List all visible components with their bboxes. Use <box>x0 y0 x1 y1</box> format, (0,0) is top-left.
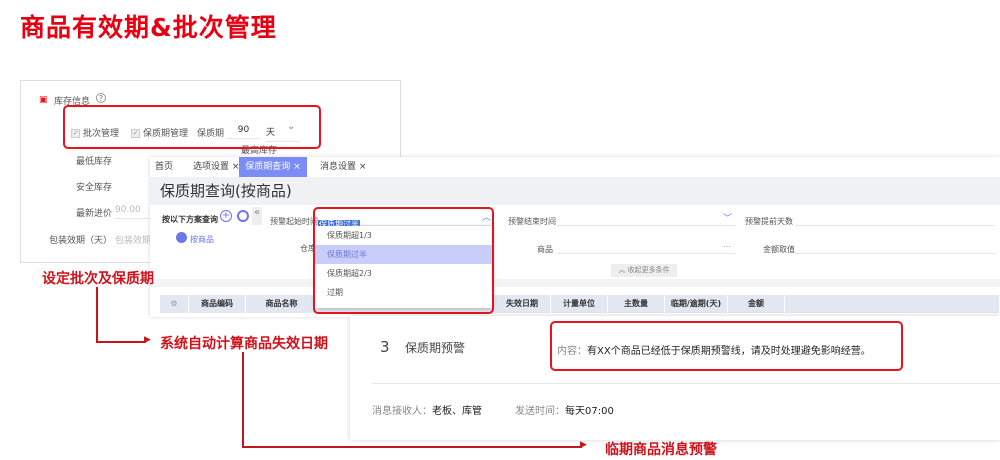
chevron-down-icon[interactable]: ⌄ <box>287 121 296 132</box>
product-input[interactable]: … <box>557 240 735 254</box>
add-icon[interactable]: + <box>220 210 232 222</box>
annotation-batch: 设定批次及保质期 <box>42 271 154 287</box>
option-expired[interactable]: 过期 <box>327 288 343 297</box>
start-select[interactable]: 保质期过半 ︿ <box>318 212 494 229</box>
product-label: 商品 <box>537 245 553 254</box>
amount-select[interactable] <box>795 240 995 254</box>
unit-select[interactable]: 天 <box>266 125 299 142</box>
highlight-box <box>63 105 321 149</box>
arrow-line <box>96 287 98 342</box>
latest-price-input[interactable]: 90.00 <box>115 205 155 219</box>
collapse-button[interactable]: ︽ 收起更多条件 <box>611 264 677 277</box>
end-select[interactable]: ﹀ <box>557 212 735 226</box>
arrow-line <box>242 446 582 448</box>
query-title: 保质期查询(按商品) <box>150 177 1000 205</box>
product-icon <box>176 232 187 243</box>
chevron-down-icon: ﹀ <box>722 214 732 224</box>
highlight-box <box>550 321 903 371</box>
col-unit[interactable]: 计量单位 <box>551 295 608 313</box>
page-title: 商品有效期&批次管理 <box>20 13 277 42</box>
col-qty[interactable]: 主数量 <box>608 295 665 313</box>
settings-icon[interactable]: ⚙ <box>160 295 189 313</box>
send-time: 发送时间：每天07:00 <box>515 406 614 417</box>
more-icon[interactable]: … <box>723 240 731 249</box>
shelf-life-label: 保质期 <box>197 129 225 139</box>
option-half[interactable]: 保质期过半 <box>315 245 493 264</box>
highlight-box <box>313 207 494 314</box>
arrow-line <box>242 352 244 448</box>
annotation-expiry: 系统自动计算商品失效日期 <box>160 336 328 352</box>
pack-input[interactable]: 包装效期 <box>115 236 152 246</box>
help-icon[interactable]: ? <box>96 93 106 103</box>
card-index: 3 <box>380 338 390 356</box>
shelf-life-input[interactable]: 90 <box>227 125 260 139</box>
tab-options[interactable]: 选项设置 × <box>193 162 240 172</box>
days-input[interactable] <box>795 212 995 226</box>
batch-checkbox[interactable]: ✓批次管理 <box>71 129 120 139</box>
card-name: 保质期预警 <box>405 341 466 355</box>
min-stock-label: 最低库存 <box>76 157 113 167</box>
chevron-up-icon: ︿ <box>481 213 491 223</box>
scheme-label: 按以下方案查询 <box>162 215 218 224</box>
arrow-right-icon: ▶ <box>144 335 151 345</box>
col-days[interactable]: 临期/逾期(天) <box>665 295 728 313</box>
pack-label: 包装效期（天） <box>49 236 113 246</box>
col-expiry[interactable]: 失效日期 <box>494 295 551 313</box>
arrow-right-icon: ▶ <box>580 440 587 450</box>
max-stock-label: 最高库存 <box>241 146 278 156</box>
query-panel: 首页 选项设置 × 保质期查询 × 消息设置 × 保质期查询(按商品) 按以下方… <box>150 157 1000 317</box>
target-icon[interactable] <box>237 210 249 222</box>
amount-label: 金额取值 <box>763 245 795 254</box>
col-name[interactable]: 商品名称 <box>246 295 318 313</box>
warehouse-icon: ▣ <box>39 95 48 105</box>
col-amount[interactable]: 金额 <box>728 295 785 313</box>
warehouse-label: 仓库 <box>300 244 316 253</box>
start-label: 预警起始时间 <box>270 217 318 226</box>
tab-messages[interactable]: 消息设置 × <box>320 162 367 172</box>
receiver: 消息接收人：老板、库管 <box>372 406 482 417</box>
tab-shelf-query[interactable]: 保质期查询 × <box>239 157 307 177</box>
latest-price-label: 最新进价 <box>76 209 113 219</box>
option-over-two-thirds[interactable]: 保质期超2/3 <box>327 269 372 278</box>
shelf-checkbox[interactable]: ✓保质期管理 <box>131 129 189 139</box>
col-code[interactable]: 商品编码 <box>189 295 246 313</box>
card-content: 内容：有XX个商品已经低于保质期预警线，请及时处理避免影响经营。 <box>557 346 871 357</box>
section-label: 库存信息 <box>54 97 91 107</box>
start-dropdown: 保质期超1/3 保质期过半 保质期超2/3 过期 <box>315 226 493 308</box>
annotation-alert: 临期商品消息预警 <box>605 442 717 458</box>
tab-home[interactable]: 首页 <box>155 162 174 172</box>
safe-stock-label: 安全库存 <box>76 183 113 193</box>
option-over-third[interactable]: 保质期超1/3 <box>327 231 372 240</box>
divider <box>150 279 1000 287</box>
divider <box>372 383 1000 384</box>
scheme-item[interactable]: 按商品 <box>190 235 214 244</box>
col-rest <box>785 295 1000 313</box>
arrow-line <box>96 341 146 343</box>
message-card: 3 保质期预警 内容：有XX个商品已经低于保质期预警线，请及时处理避免影响经营。… <box>350 316 1000 440</box>
days-label: 预警提前天数 <box>745 217 793 226</box>
end-label: 预警结束时间 <box>508 217 556 226</box>
start-value: 保质期过半 <box>318 220 360 229</box>
collapse-left-icon[interactable]: « <box>252 207 262 225</box>
